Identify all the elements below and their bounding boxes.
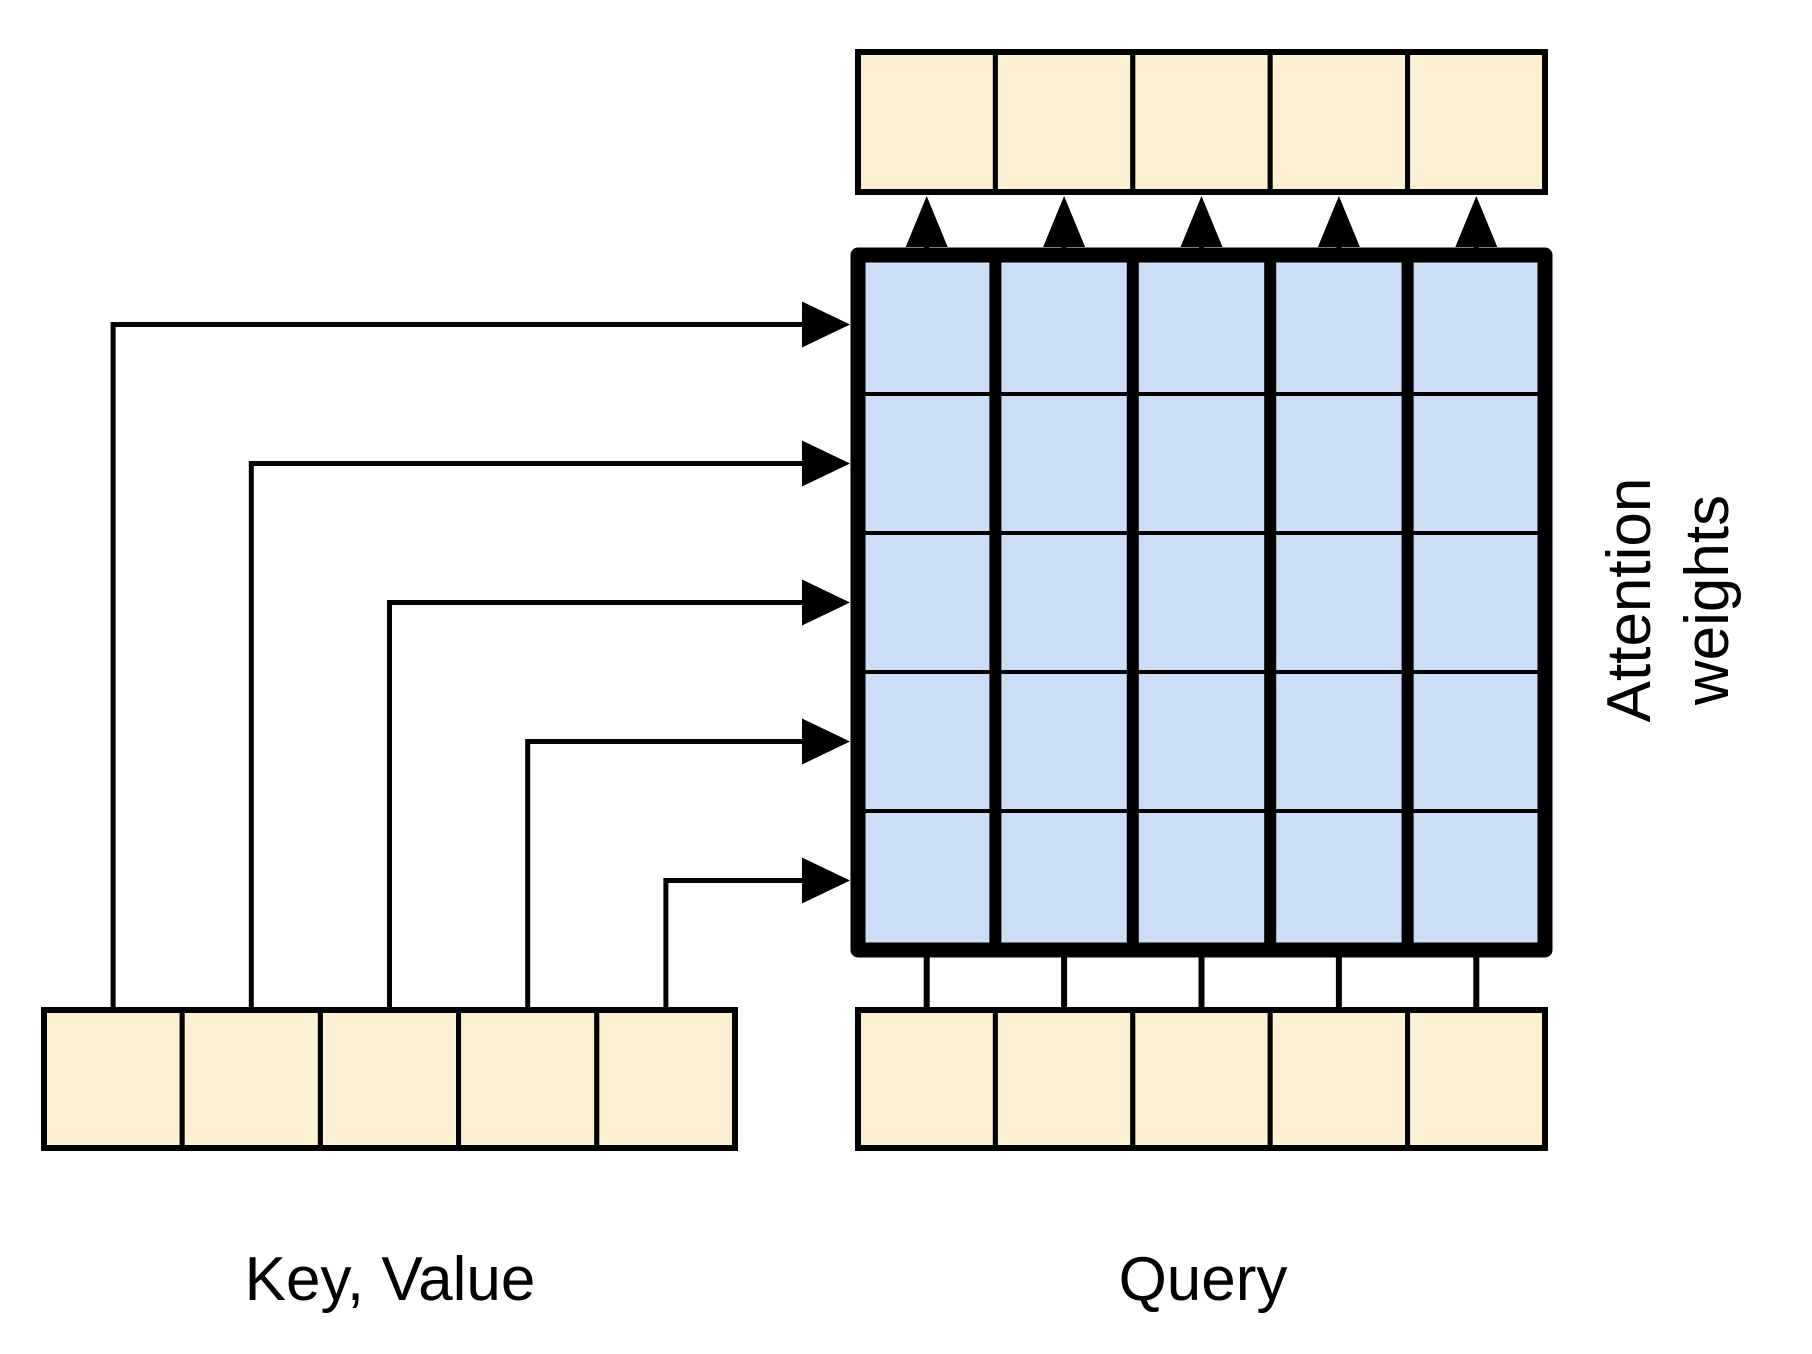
attention-cell (1407, 672, 1545, 811)
attention-label-line2: weights (1673, 495, 1742, 706)
query-cell-cell (1267, 1007, 1411, 1151)
key-value-row (41, 1007, 738, 1151)
key-value-arrow-head (802, 579, 850, 626)
attention-cell (858, 811, 996, 950)
attention-cell (1132, 533, 1271, 672)
key-value-connector (387, 600, 812, 1010)
query-to-grid-connectors (923, 950, 1480, 1010)
attention-weights-label-group: Attention weights (1595, 478, 1742, 723)
attention-cell (995, 811, 1133, 950)
attention-cell (1407, 533, 1545, 672)
output-arrow-head (1180, 196, 1223, 247)
output-cell-cell (992, 49, 1136, 195)
attention-cell (995, 255, 1133, 394)
attention-cell (858, 672, 996, 811)
attention-cell (995, 394, 1133, 533)
output-cell-frame (855, 49, 1548, 195)
attention-cell (858, 533, 996, 672)
key-value-arrow-head (802, 718, 850, 765)
attention-cell (995, 672, 1133, 811)
attention-label-line1: Attention (1595, 478, 1664, 723)
attention-cell (858, 255, 996, 394)
query-cell-cell (1130, 1007, 1273, 1151)
output-arrow-head (1455, 196, 1498, 247)
output-row (855, 49, 1548, 195)
key-value-arrow-head (802, 301, 850, 348)
key-value-arrow-head (802, 857, 850, 904)
output-cell-cell (1405, 49, 1548, 195)
attention-cell (858, 394, 996, 533)
query-label: Query (1119, 1245, 1288, 1314)
attention-cell (1407, 394, 1545, 533)
output-cell-cell (1130, 49, 1273, 195)
keyvalue-to-grid-arrows (110, 301, 850, 1010)
attention-cell (1132, 811, 1271, 950)
key-value-connector (248, 461, 812, 1010)
attention-cell (1270, 672, 1408, 811)
attention-cell (1132, 672, 1271, 811)
query-cell-cell (992, 1007, 1136, 1151)
attention-cell (1407, 811, 1545, 950)
key-value-connector (110, 322, 812, 1010)
key-value-label: Key, Value (245, 1245, 536, 1314)
output-arrow-head (1043, 196, 1086, 247)
query-cell-cell (855, 1007, 998, 1151)
output-cell-cell (1267, 49, 1411, 195)
attention-cell (1270, 255, 1408, 394)
key-value-connector (663, 878, 812, 1010)
attention-cell (1132, 255, 1271, 394)
key-value-cell-cell (317, 1007, 462, 1151)
query-cell-frame (855, 1007, 1548, 1151)
key-value-cell-frame (41, 1007, 738, 1151)
key-value-cell-cell (456, 1007, 600, 1151)
query-row (855, 1007, 1548, 1151)
key-value-arrow-head (802, 440, 850, 487)
attention-cell (1270, 533, 1408, 672)
attention-cell (1407, 255, 1545, 394)
query-cell-cell (1405, 1007, 1548, 1151)
attention-cell (995, 533, 1133, 672)
key-value-cell-cell (179, 1007, 323, 1151)
grid-to-output-arrows (905, 196, 1498, 252)
attention-cell (1132, 394, 1271, 533)
attention-cell (1270, 394, 1408, 533)
key-value-connector (525, 739, 812, 1010)
attention-cell (1270, 811, 1408, 950)
attention-weights-grid (850, 247, 1553, 958)
output-cell-cell (855, 49, 998, 195)
output-arrow-head (905, 196, 948, 247)
output-arrow-head (1317, 196, 1360, 247)
key-value-cell-cell (41, 1007, 185, 1151)
key-value-cell-cell (594, 1007, 738, 1151)
